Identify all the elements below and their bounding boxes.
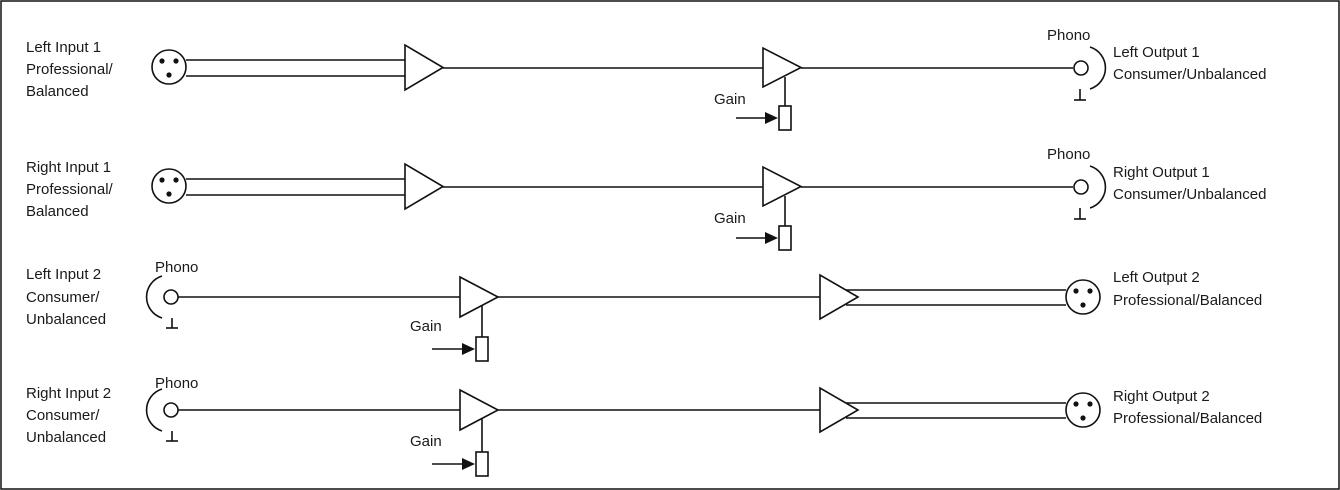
input-type-line: Professional/: [26, 181, 114, 198]
input-type-line: Consumer/: [26, 407, 100, 424]
output-name: Left Output 2: [1113, 269, 1200, 286]
channel-right-2: Right Input 2 Consumer/ Unbalanced Phono…: [26, 375, 1262, 477]
phono-connector-icon: [145, 275, 179, 329]
xlr-connector-icon: [1065, 392, 1101, 428]
xlr-connector-icon: [1065, 279, 1101, 315]
gain-amplifier-icon: [762, 46, 803, 89]
gain-label: Gain: [410, 318, 442, 335]
output-name: Right Output 1: [1113, 164, 1210, 181]
gain-potentiometer-icon: [475, 336, 489, 362]
gain-amplifier-icon: [762, 165, 803, 208]
input-type-line: Balanced: [26, 83, 89, 100]
gain-arrow-head: [765, 232, 778, 244]
xlr-connector-icon: [151, 49, 187, 85]
input-name: Left Input 2: [26, 266, 101, 283]
phono-connector-icon: [1073, 165, 1107, 220]
gain-amplifier-icon: [459, 388, 500, 432]
channel-right-1: Right Input 1 Professional/ Balanced Gai…: [26, 146, 1266, 251]
gain-label: Gain: [714, 91, 746, 108]
input-name: Right Input 2: [26, 385, 111, 402]
output-name: Right Output 2: [1113, 388, 1210, 405]
gain-potentiometer-icon: [778, 225, 792, 251]
connector-label: Phono: [155, 259, 198, 276]
output-type-line: Consumer/Unbalanced: [1113, 186, 1266, 203]
input-type-line: Balanced: [26, 203, 89, 220]
gain-label: Gain: [410, 433, 442, 450]
gain-potentiometer-icon: [475, 451, 489, 477]
gain-amplifier-icon: [459, 275, 500, 319]
input-name: Right Input 1: [26, 159, 111, 176]
phono-connector-icon: [145, 388, 179, 442]
gain-potentiometer-icon: [778, 105, 792, 131]
input-type-line: Unbalanced: [26, 429, 106, 446]
output-amplifier-icon: [819, 386, 860, 434]
channel-left-1: Left Input 1 Professional/ Balanced Gain…: [26, 27, 1266, 131]
output-name: Left Output 1: [1113, 44, 1200, 61]
connector-label: Phono: [1047, 27, 1090, 44]
xlr-connector-icon: [151, 168, 187, 204]
output-type-line: Consumer/Unbalanced: [1113, 66, 1266, 83]
output-type-line: Professional/Balanced: [1113, 292, 1262, 309]
input-amplifier-icon: [404, 43, 445, 92]
input-type-line: Consumer/: [26, 289, 100, 306]
output-type-line: Professional/Balanced: [1113, 410, 1262, 427]
connector-label: Phono: [155, 375, 198, 392]
input-type-line: Unbalanced: [26, 311, 106, 328]
gain-arrow-head: [462, 343, 475, 355]
channel-left-2: Left Input 2 Consumer/ Unbalanced Phono …: [26, 259, 1262, 362]
gain-label: Gain: [714, 210, 746, 227]
input-name: Left Input 1: [26, 39, 101, 56]
connector-label: Phono: [1047, 146, 1090, 163]
gain-arrow-head: [462, 458, 475, 470]
gain-arrow-head: [765, 112, 778, 124]
input-amplifier-icon: [404, 162, 445, 211]
output-amplifier-icon: [819, 273, 860, 321]
input-type-line: Professional/: [26, 61, 114, 78]
phono-connector-icon: [1073, 46, 1107, 101]
